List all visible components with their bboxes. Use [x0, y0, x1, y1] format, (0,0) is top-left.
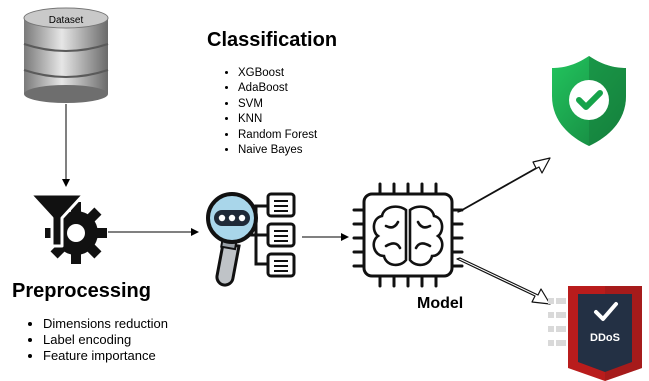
list-item: KNN	[238, 112, 317, 127]
list-item: Label encoding	[43, 332, 168, 348]
classification-list: XGBoost AdaBoost SVM KNN Random Forest N…	[222, 66, 317, 158]
funnel-gear-icon	[28, 192, 107, 264]
dataset-label: Dataset	[49, 15, 84, 26]
list-item: Feature importance	[43, 348, 168, 364]
list-item: Random Forest	[238, 128, 317, 143]
ddos-label: DDoS	[590, 332, 620, 344]
list-item: AdaBoost	[238, 81, 317, 96]
list-item: XGBoost	[238, 66, 317, 81]
preprocessing-title: Preprocessing	[12, 280, 151, 302]
classification-title: Classification	[207, 29, 338, 51]
arrow-model-to-ddos	[456, 257, 551, 305]
list-item: SVM	[238, 97, 317, 112]
brain-chip-icon	[352, 182, 464, 288]
list-item: Naive Bayes	[238, 143, 317, 158]
database-icon	[23, 7, 109, 103]
preprocessing-list: Dimensions reduction Label encoding Feat…	[27, 316, 168, 364]
arrow-model-to-benign	[457, 157, 551, 213]
magnifier-list-icon	[206, 192, 296, 287]
shield-check-icon	[552, 56, 626, 146]
model-label: Model	[417, 295, 464, 312]
list-item: Dimensions reduction	[43, 316, 168, 332]
ddos-badge-icon: DDoS	[548, 286, 642, 381]
